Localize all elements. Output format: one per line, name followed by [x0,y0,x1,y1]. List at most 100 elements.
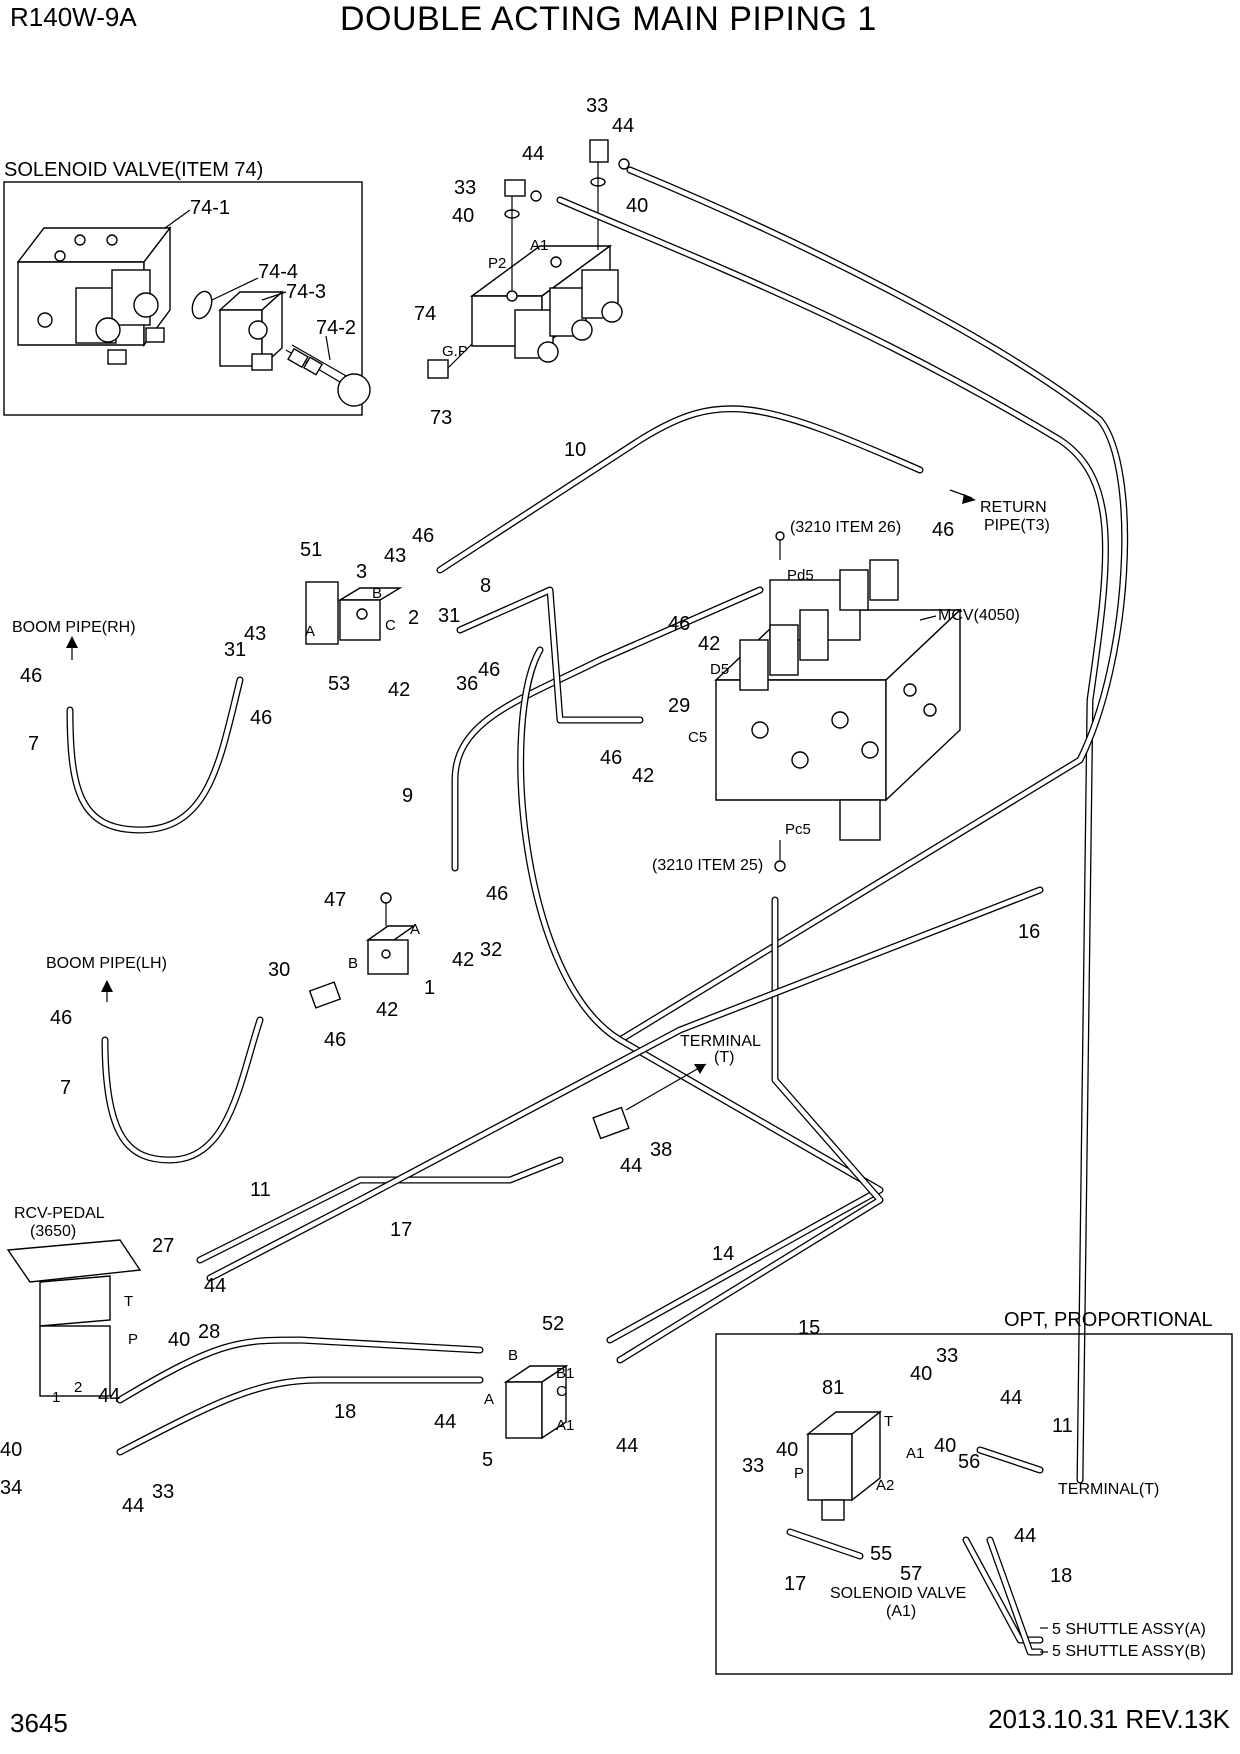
solenoid-valve-74: A1 P2 G.P 33 44 33 44 40 40 74 73 [414,95,648,429]
callouts: 10 46 51 3 43 46 2 31 8 43 31 53 42 36 4… [0,439,1040,1517]
hose-7-rh-inner [67,677,243,833]
callout-11: 11 [250,1179,271,1201]
callout-38: 38 [650,1139,672,1161]
callout-40: 40 [452,205,474,227]
fitting-30 [308,981,342,1009]
callout-40: 40 [776,1439,798,1461]
elbow-33 [504,179,526,197]
coil-74-3-side [261,290,283,368]
port-label-a2: A2 [876,1477,894,1494]
block-port [381,949,391,959]
port-label-b1: B1 [556,1365,574,1382]
boom-rh-arrow-head [66,636,78,648]
spool [839,569,869,611]
mcv-port [903,683,917,697]
hose-11 [196,1156,564,1264]
pipe-outer-inner [617,167,1127,1043]
callout-46: 46 [324,1029,346,1051]
coil-bore [248,320,268,340]
note-3210-item-25: (3210 ITEM 25) [652,857,763,874]
callout-46: 46 [50,1007,72,1029]
callout-46: 46 [478,659,500,681]
callout-33: 33 [586,95,608,117]
port-label-a1: A1 [530,237,548,254]
callout-5: 5 [482,1449,493,1471]
hose-18-a-inner [117,1337,483,1403]
callout-33: 33 [152,1481,174,1503]
callout-33: 33 [936,1345,958,1367]
callout-74-4: 74-4 [258,261,298,283]
shuttle-assy-a: 5 SHUTTLE ASSY(A) [1052,1621,1206,1638]
callout-46: 46 [250,707,272,729]
callout-43: 43 [244,623,266,645]
bolt-head [380,892,392,904]
shuttle-assy-b: 5 SHUTTLE ASSY(B) [1052,1643,1206,1660]
callout-51: 51 [300,539,322,561]
mcv-side [885,608,961,802]
hose-17-end-inner [787,1529,863,1559]
pipe-outer [616,166,1129,1044]
cartridge-thread [287,347,309,369]
callout-42: 42 [388,679,410,701]
block-5-side [541,1364,567,1440]
port-label-c: C [556,1383,567,1400]
cartridge-stem [291,344,349,378]
leader [261,291,287,301]
callout-15: 15 [798,1317,820,1339]
callout-74-2: 74-2 [316,317,356,339]
port-label-b: B [372,585,382,602]
solenoid-valve-a1-2: (A1) [886,1603,916,1620]
callout-42: 42 [698,633,720,655]
callout-44: 44 [616,1435,638,1457]
coil-cap [537,341,559,363]
callout-44: 44 [122,1495,144,1517]
pipe-14-inner [518,647,883,1343]
port-label-t: T [884,1413,893,1430]
hose-11-inner [197,1157,563,1263]
callout-1: 1 [424,977,435,999]
valve-port [74,234,86,246]
port-label-b: B [508,1347,518,1364]
callout-52: 52 [542,1313,564,1335]
port-label-p2: P2 [488,255,506,272]
valve-port [54,250,66,262]
valve-port [37,312,53,328]
leader [919,615,937,621]
boom-lh-arrow-head [101,980,113,992]
spool [869,559,899,601]
port-label-p: P [794,1465,804,1482]
callout-55: 55 [870,1543,892,1565]
return-pipe-2: PIPE(T3) [984,517,1050,534]
hose-8-inner [457,587,643,723]
callout-42: 42 [632,765,654,787]
callout-46: 46 [932,519,954,541]
shuttle-block-5: B B1 C A A1 [484,1347,574,1440]
callout-18: 18 [1050,1565,1072,1587]
solenoid-valve-inset: SOLENOID VALVE(ITEM 74) 74-1 74- [3,159,371,416]
port-label-c5: C5 [688,729,707,746]
hose-18-b-inner [117,1377,483,1455]
callout-11: 11 [1052,1415,1073,1437]
solenoid-valve-a1-1: SOLENOID VALVE [830,1585,966,1602]
hose-18-end-a-inner [963,1537,1043,1643]
callout-31: 31 [224,639,246,661]
port-label-1: 1 [52,1389,60,1406]
spool [769,624,799,676]
block-5-front [505,1381,543,1439]
callout-74-3: 74-3 [286,281,326,303]
port-label-pd5: Pd5 [787,567,814,584]
callout-46: 46 [486,883,508,905]
return-arrow-head [962,494,976,504]
callout-3: 3 [356,561,367,583]
tee-fitting [592,1106,630,1140]
terminal-label-1: TERMINAL [680,1033,761,1050]
callout-14: 14 [712,1243,734,1265]
callout-27: 27 [152,1235,174,1257]
block-2-top [337,587,403,601]
o-ring-44 [530,190,542,202]
callout-40: 40 [168,1329,190,1351]
hose-7-rh [66,676,244,834]
hose-10-inner [437,406,923,573]
o-ring-74-4 [191,290,213,320]
pedal-body [39,1275,111,1327]
